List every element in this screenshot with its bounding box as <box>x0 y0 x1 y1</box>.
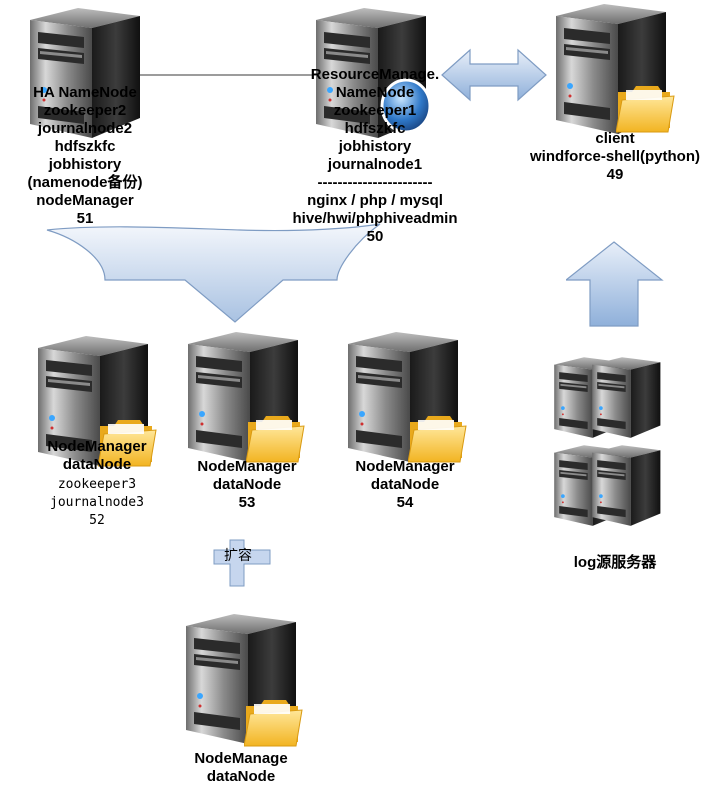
new-node-label: NodeManage dataNode <box>194 750 288 785</box>
up-arrow-icon <box>566 241 664 327</box>
server-54-label: NodeManager dataNode 54 <box>355 458 455 511</box>
server-50-label: ResourceManage. NameNode zookeeper1 hdfs… <box>292 66 458 245</box>
server-52-label: NodeManager dataNode <box>47 438 147 473</box>
globe-icon <box>380 78 432 134</box>
server-52-sublabel: zookeeper3 journalnode3 52 <box>50 477 144 528</box>
server-51-label: HA NameNode zookeeper2 journalnode2 hdfs… <box>27 84 143 227</box>
expansion-label: 扩容 <box>224 547 252 563</box>
double-arrow-icon <box>441 48 547 102</box>
server-53-label: NodeManager dataNode 53 <box>197 458 297 511</box>
server-49-label: client windforce-shell(python) 49 <box>530 130 700 183</box>
down-funnel-arrow-icon <box>46 223 381 323</box>
server-icon <box>554 357 661 526</box>
folder-icon <box>244 699 303 747</box>
plus-icon <box>213 539 271 587</box>
folder-icon <box>616 85 675 133</box>
log-server-label: log源服务器 <box>573 554 657 571</box>
